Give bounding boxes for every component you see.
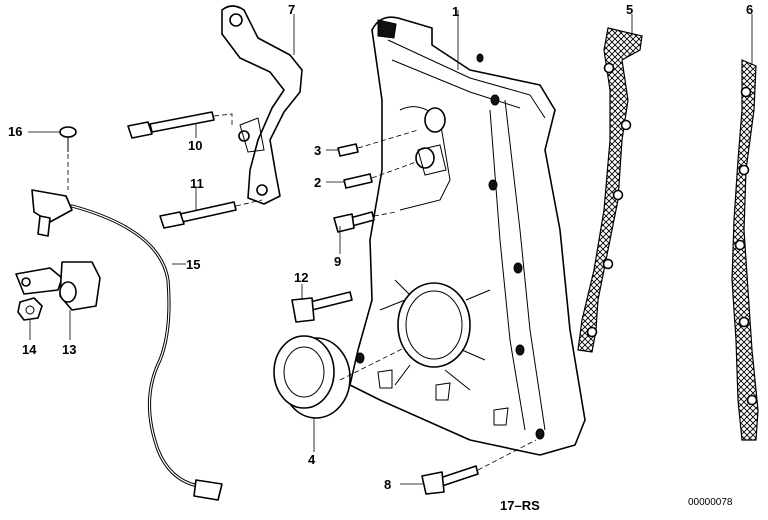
callout-16: 16 — [8, 124, 22, 139]
bracket-7 — [221, 5, 303, 205]
callout-13: 13 — [62, 342, 76, 357]
gasket-5 — [577, 27, 643, 353]
leader-lines — [28, 10, 753, 485]
callout-7: 7 — [288, 2, 295, 17]
callout-15: 15 — [186, 257, 200, 272]
callout-6: 6 — [746, 2, 753, 17]
callout-9: 9 — [334, 254, 341, 269]
callout-1: 1 — [452, 4, 459, 19]
gasket-6 — [731, 59, 759, 441]
group-code: 17–RS — [500, 498, 540, 513]
callout-14: 14 — [22, 342, 37, 357]
stud-3 — [337, 129, 419, 157]
diagram-id: 00000078 — [688, 497, 733, 508]
callout-12: 12 — [294, 270, 308, 285]
callout-3: 3 — [314, 143, 321, 158]
timing-cover — [349, 16, 586, 456]
callout-10: 10 — [188, 138, 202, 153]
screw-16 — [59, 126, 77, 190]
bolt-9 — [333, 211, 397, 233]
bolt-10 — [127, 111, 233, 139]
bolt-12 — [291, 291, 353, 323]
sensor-holder-13 — [15, 261, 101, 311]
callout-labels: 1 5 6 7 10 11 3 2 9 12 4 8 16 15 13 14 — [8, 2, 753, 492]
nut-14 — [17, 297, 43, 321]
bolt-11 — [159, 199, 263, 229]
shaft-seal-4 — [273, 335, 405, 419]
sensor-15 — [31, 189, 223, 501]
callout-2: 2 — [314, 175, 321, 190]
callout-8: 8 — [384, 477, 391, 492]
bolt-8 — [421, 439, 537, 495]
callout-5: 5 — [626, 2, 633, 17]
callout-4: 4 — [308, 452, 316, 467]
stud-2 — [343, 161, 417, 189]
callout-11: 11 — [190, 176, 204, 191]
